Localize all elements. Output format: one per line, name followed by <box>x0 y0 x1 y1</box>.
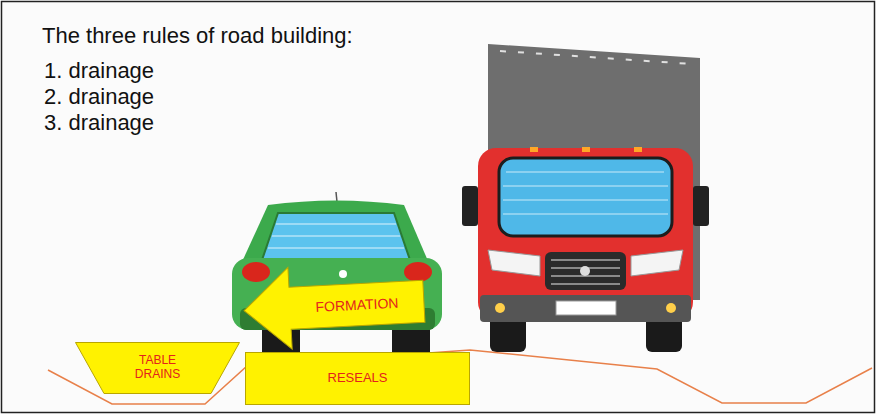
reseals-box: RESEALS <box>245 352 470 405</box>
list-item: 1. drainage <box>44 58 154 84</box>
list-item: 3. drainage <box>44 110 154 136</box>
cargo-trim <box>500 51 692 64</box>
cargo-box <box>488 44 700 300</box>
license-plate <box>556 301 616 315</box>
grille-bars <box>551 260 620 284</box>
glare-line <box>503 199 668 201</box>
grille <box>545 252 626 290</box>
road-profile <box>48 350 872 404</box>
rear-window <box>262 213 410 260</box>
formation-arrow: FORMATION <box>241 257 427 354</box>
grille-bar <box>551 259 620 261</box>
roof-light <box>530 147 538 152</box>
bumper <box>480 295 691 322</box>
node-text: TABLE DRAINS <box>118 354 198 382</box>
glare-line <box>276 223 396 225</box>
windshield <box>499 158 672 236</box>
window-glare <box>268 224 404 248</box>
grille-bar <box>551 283 620 285</box>
car <box>232 192 442 358</box>
node-text: RESEALS <box>258 371 458 386</box>
heading: The three rules of road building: <box>42 23 353 49</box>
windshield-glare <box>503 172 668 214</box>
tail-light <box>404 262 432 282</box>
glare-line <box>506 171 664 173</box>
fog-light <box>495 303 505 313</box>
truck-cab <box>478 148 693 320</box>
fog-light <box>666 303 676 313</box>
mirror <box>693 186 709 226</box>
emblem <box>580 266 590 276</box>
headlight <box>488 250 540 276</box>
table-drains-trapezoid-shape <box>76 343 240 394</box>
list-item: 2. drainage <box>44 84 154 110</box>
glare-line <box>503 185 668 187</box>
roof-light <box>582 147 590 152</box>
badge <box>339 270 347 278</box>
formation-arrow-shape <box>242 260 426 351</box>
roof-light <box>634 147 642 152</box>
truck <box>462 44 709 352</box>
tail-light <box>242 262 270 282</box>
glare-line <box>503 213 668 215</box>
glare-line <box>268 247 404 249</box>
glare-line <box>272 235 400 237</box>
headlight <box>631 250 683 276</box>
table-drains-trapezoid: TABLE DRAINS <box>75 342 240 394</box>
mirror <box>462 186 478 226</box>
